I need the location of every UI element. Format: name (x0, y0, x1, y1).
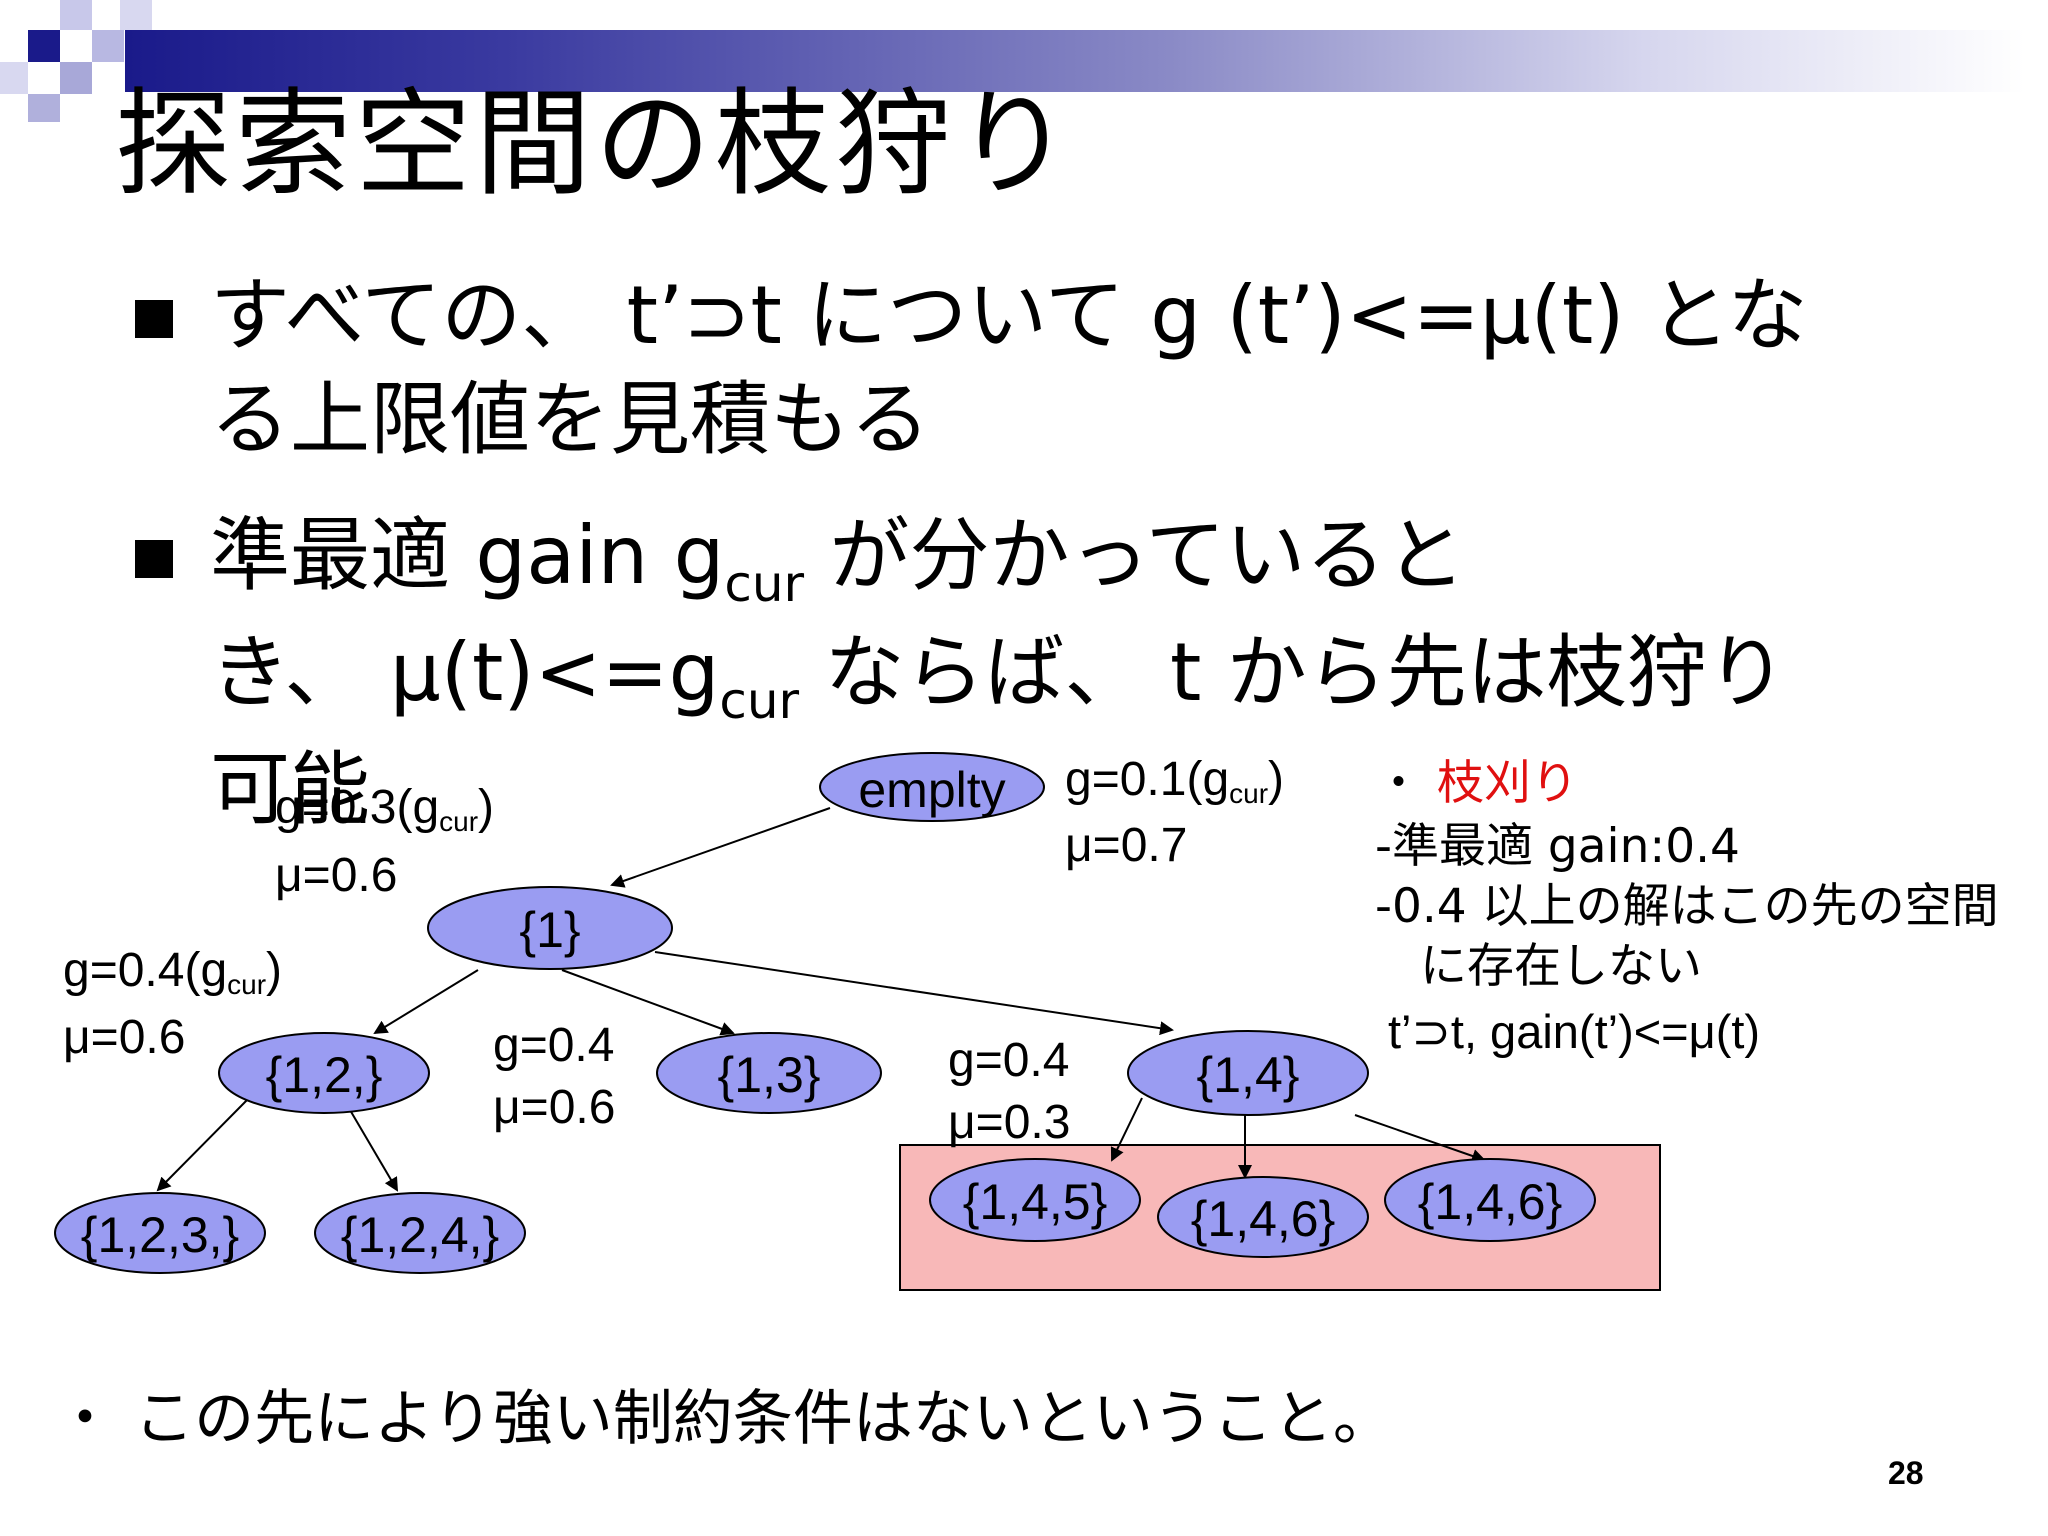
bullet-2-line-2-text: き、 μ(t)<=g (210, 626, 720, 719)
edge-empty-to-1 (610, 807, 831, 888)
annotation-12-mu: μ=0.6 (63, 1011, 186, 1064)
node-123-label: {1,2,3,} (81, 1207, 240, 1263)
note-line-1: -準最適 gain:0.4 (1375, 819, 1740, 874)
header-square-mid (28, 94, 60, 122)
page-number: 28 (1888, 1455, 1924, 1491)
bullet-1-line-2: る上限値を見積もる (210, 373, 930, 466)
header-square-mid (60, 62, 92, 94)
node-146a (1157, 1176, 1369, 1258)
subscript-cur: cur (439, 806, 479, 837)
bullet-square-icon (135, 300, 173, 338)
node-12-label: {1,2,} (266, 1047, 383, 1103)
annotation-empty-mu: μ=0.7 (1065, 819, 1188, 872)
node-14 (1127, 1030, 1369, 1116)
node-146b-label: {1,4,6} (1418, 1174, 1563, 1230)
node-empty-label: emplty (858, 762, 1005, 818)
annotation-1-mu: μ=0.6 (275, 849, 398, 902)
bullet-1-line-1: すべての、 t’⊃t について g (t’)<=μ(t) とな (210, 269, 1808, 362)
edge-1-to-12 (373, 969, 479, 1035)
node-146a-label: {1,4,6} (1191, 1191, 1336, 1247)
header-square-light (60, 0, 92, 30)
annotation-empty-g-text: g=0.1(g (1065, 753, 1230, 806)
node-124-label: {1,2,4,} (341, 1207, 500, 1263)
node-empty (819, 752, 1045, 822)
annotation-13-mu: μ=0.6 (493, 1081, 616, 1134)
annotation-14-g: g=0.4 (948, 1034, 1070, 1087)
bullet-2-line-1-rest: が分かっていると (804, 509, 1466, 602)
node-123 (54, 1192, 266, 1274)
annotation-12-g-text: g=0.4(g (63, 944, 228, 997)
node-146b (1384, 1158, 1596, 1242)
bullet-2-line-3: 可能 (210, 743, 370, 836)
annotation-1-g-text: g=0.3(g (275, 781, 440, 834)
subscript-cur: cur (719, 672, 800, 730)
node-14-label: {1,4} (1197, 1047, 1300, 1103)
bullet-2-line-2: き、 μ(t)<=gcur ならば、 t から先は枝狩り (210, 625, 1787, 731)
bullet-2-line-1: 準最適 gain gcur が分かっていると (210, 508, 1466, 614)
note-bullet: ・ (1375, 756, 1422, 811)
bullet-square-icon (135, 540, 173, 578)
bullet-2-line-2-rest: ならば、 t から先は枝狩り (799, 626, 1787, 719)
subscript-cur: cur (1229, 778, 1269, 809)
annotation-1-g: g=0.3(gcur) (275, 780, 494, 838)
node-13-label: {1,3} (718, 1047, 821, 1103)
annotation-13-g: g=0.4 (493, 1019, 615, 1072)
annotation-14-mu: μ=0.3 (948, 1096, 1071, 1149)
header-square-mid (92, 30, 124, 62)
note-line-4: t’⊃t, gain(t’)<=μ(t) (1388, 1005, 1761, 1058)
footer-note: ・ この先により強い制約条件はないということ。 (55, 1384, 1393, 1454)
edge-14-to-146b (1354, 1114, 1486, 1163)
slide-title: 探索空間の枝狩り (115, 77, 1075, 212)
bullet-2-line-1-text: 準最適 gain g (210, 509, 725, 602)
annotation-paren: ) (478, 781, 495, 834)
header-square-navy (28, 30, 60, 62)
annotation-12-g: g=0.4(gcur) (63, 943, 282, 1001)
node-145 (929, 1158, 1141, 1242)
edge-1-to-14 (654, 951, 1174, 1036)
note-line-3: に存在しない (1420, 939, 1702, 994)
note-line-2: -0.4 以上の解はこの先の空間 (1375, 879, 1999, 934)
edge-1-to-13 (561, 969, 735, 1036)
header-gradient-bar (125, 30, 2025, 92)
node-12 (218, 1032, 430, 1114)
header-square-light (120, 0, 152, 30)
edge-12-to-124 (349, 1109, 399, 1192)
edge-12-to-123 (156, 1096, 251, 1192)
annotation-paren: ) (266, 944, 283, 997)
node-145-label: {1,4,5} (963, 1174, 1108, 1230)
subscript-cur: cur (724, 555, 805, 613)
note-heading: ・ 枝刈り (1375, 756, 1578, 811)
node-1-label: {1} (519, 902, 580, 958)
subscript-cur: cur (227, 969, 267, 1000)
node-13 (656, 1032, 882, 1114)
node-124 (314, 1192, 526, 1274)
header-square-light (0, 62, 28, 94)
annotation-paren: ) (1268, 753, 1285, 806)
note-heading-text: 枝刈り (1436, 756, 1578, 811)
node-1 (427, 886, 673, 970)
edge-14-to-145 (1110, 1097, 1143, 1162)
annotation-empty-g: g=0.1(gcur) (1065, 752, 1284, 810)
